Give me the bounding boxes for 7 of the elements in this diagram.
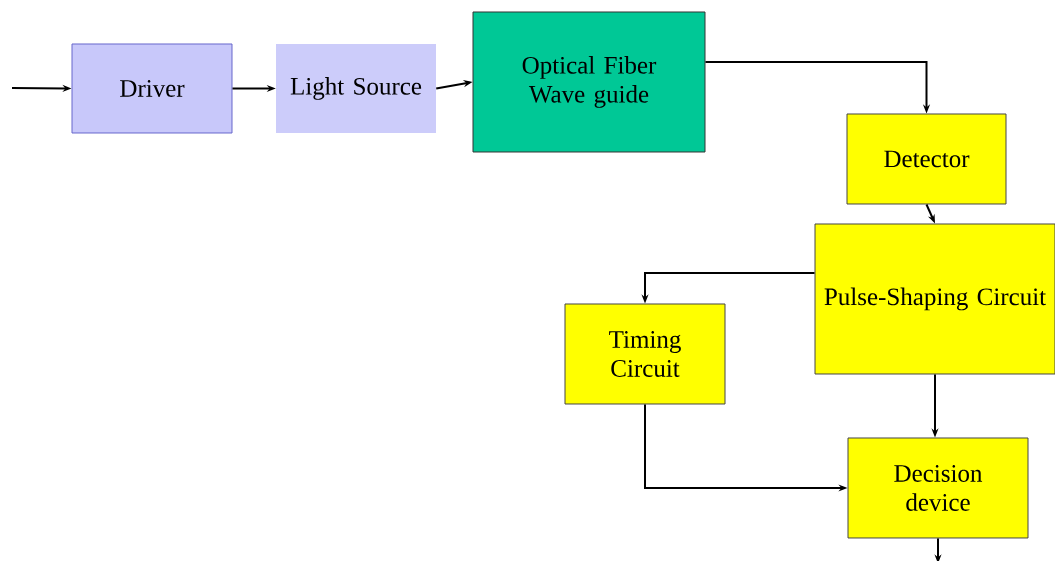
process-box: Optical Fiber Wave guide: [472, 11, 706, 153]
process-box: Timing Circuit: [564, 303, 726, 405]
process-box: Pulse-Shaping Circuit: [814, 223, 1055, 375]
process-box: Driver: [71, 43, 233, 134]
process-box: Decision device: [847, 437, 1029, 539]
process-box: Detector: [846, 113, 1007, 205]
process-box: Light Source: [276, 44, 436, 133]
